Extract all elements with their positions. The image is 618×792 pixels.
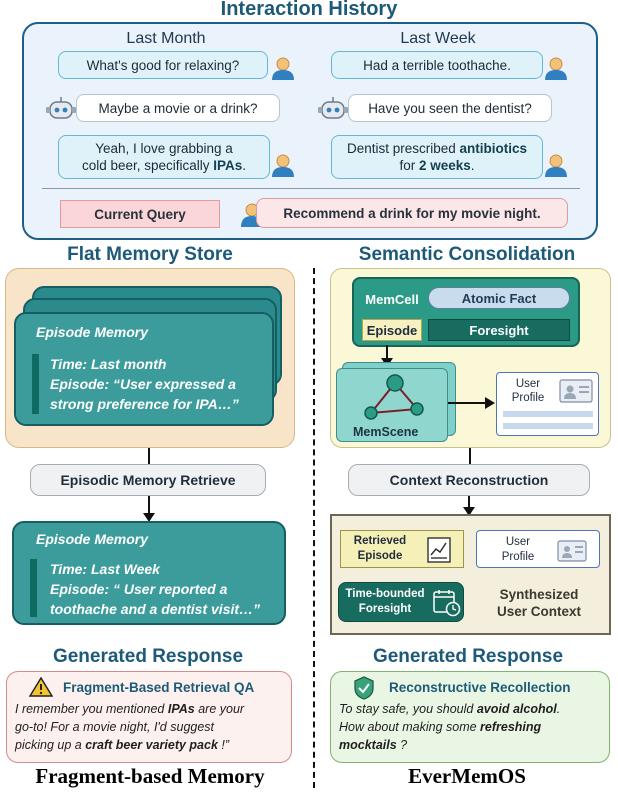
- episode-line: toothache and a dentist visit…”: [50, 601, 261, 617]
- response-text: I remember you mentioned IPAs are your g…: [15, 700, 291, 754]
- episode-line: Time: Last Week: [50, 561, 160, 577]
- user-icon: [545, 57, 567, 80]
- arrow-right-icon: [448, 397, 495, 409]
- user-profile-card: User Profile: [476, 530, 600, 568]
- retrieved-episode-label: Retrieved Episode: [353, 535, 407, 562]
- user-profile-card: User Profile: [496, 372, 599, 436]
- response-line: I remember you mentioned IPAs are your: [15, 702, 245, 716]
- episode-memory-card: Episode Memory Time: Last month Episode:…: [14, 312, 274, 426]
- warning-icon: [29, 677, 53, 697]
- connector-line: [148, 448, 150, 464]
- message-line: cold beer, specifically IPAs.: [81, 158, 247, 173]
- arrow-down-icon: [463, 496, 475, 516]
- response-text: To stay safe, you should avoid alcohol. …: [339, 700, 607, 754]
- robot-icon: [318, 97, 348, 119]
- robot-icon: [46, 97, 76, 119]
- message-line: for 2 weeks.: [399, 158, 475, 173]
- flat-memory-title: Flat Memory Store: [67, 244, 233, 265]
- calendar-clock-icon: [433, 590, 461, 617]
- message-line: Dentist prescribed antibiotics: [346, 141, 528, 156]
- episode-card-title: Episode Memory: [36, 324, 149, 340]
- memscene-card: MemScene: [336, 368, 448, 442]
- profile-line: [503, 423, 593, 429]
- user-icon: [272, 154, 294, 177]
- chat-bot-message: Have you seen the dentist?: [348, 94, 552, 122]
- response-line: To stay safe, you should avoid alcohol.: [339, 702, 561, 716]
- id-card-icon: [559, 379, 593, 403]
- response-line: How about making some refreshing: [339, 720, 542, 734]
- retrieved-episode-card: Retrieved Episode: [340, 530, 464, 568]
- chat-user-message: Yeah, I love grabbing a cold beer, speci…: [58, 135, 270, 179]
- response-heading: Fragment-Based Retrieval QA: [63, 680, 255, 695]
- column-divider: [313, 268, 315, 788]
- last-month-title: Last Month: [126, 30, 206, 47]
- chart-icon: [427, 537, 451, 563]
- memscene-label: MemScene: [353, 425, 419, 439]
- episode-line: strong preference for IPA…”: [50, 396, 239, 412]
- episode-bar: [32, 354, 39, 414]
- interaction-history-title: Interaction History: [220, 0, 398, 20]
- evermemos-label: EverMemOS: [408, 764, 526, 788]
- user-profile-label: User Profile: [501, 536, 535, 563]
- episode-line: Episode: “User expressed a: [50, 376, 236, 392]
- reconstructive-response-box: Reconstructive Recollection To stay safe…: [330, 671, 610, 763]
- user-icon: [545, 154, 567, 177]
- history-divider: [42, 188, 580, 189]
- time-bounded-foresight-card: Time-bounded Foresight: [338, 582, 464, 622]
- foresight-label: Time-bounded Foresight: [345, 588, 425, 615]
- shield-check-icon: [354, 676, 374, 700]
- chat-user-message: Dentist prescribed antibiotics for 2 wee…: [331, 135, 543, 179]
- episodic-retrieve-pill: Episodic Memory Retrieve: [30, 464, 266, 496]
- response-line: picking up a craft beer variety pack !”: [15, 738, 230, 752]
- last-week-title: Last Week: [400, 30, 476, 47]
- response-heading: Reconstructive Recollection: [389, 680, 571, 695]
- chat-user-message: What's good for relaxing?: [58, 51, 268, 79]
- episode-line: Time: Last month: [50, 356, 167, 372]
- chat-user-message: Had a terrible toothache.: [331, 51, 543, 79]
- fragment-response-box: Fragment-Based Retrieval QA I remember y…: [6, 671, 292, 763]
- message-line: Yeah, I love grabbing a: [95, 141, 233, 156]
- chat-bot-message: Maybe a movie or a drink?: [76, 94, 280, 122]
- user-profile-label: User Profile: [511, 378, 545, 404]
- memcell-label: MemCell: [365, 291, 419, 307]
- synthesized-context-label: Synthesized User Context: [496, 587, 582, 619]
- response-line: go-to! For a movie night, I'd suggest: [15, 720, 215, 734]
- foresight-tag: Foresight: [428, 319, 570, 341]
- current-query-bubble: Recommend a drink for my movie night.: [256, 198, 568, 228]
- arrow-down-icon: [143, 496, 155, 522]
- fragment-memory-label: Fragment-based Memory: [35, 764, 265, 788]
- atomic-fact-pill: Atomic Fact: [428, 287, 570, 309]
- user-icon: [272, 57, 294, 80]
- episode-tag: Episode: [362, 319, 422, 341]
- generated-response-title: Generated Response: [372, 646, 564, 667]
- id-card-icon: [557, 540, 587, 562]
- memcell-block: MemCell Atomic Fact Episode Foresight: [352, 277, 580, 347]
- semantic-consolidation-title: Semantic Consolidation: [358, 244, 576, 265]
- episode-line: Episode: “ User reported a: [50, 581, 228, 597]
- connector-line: [469, 448, 471, 464]
- generated-response-title: Generated Response: [52, 646, 244, 667]
- graph-icon: [364, 374, 424, 420]
- context-reconstruction-pill: Context Reconstruction: [348, 464, 590, 496]
- current-query-label: Current Query: [60, 200, 220, 228]
- response-line: mocktails ?: [339, 738, 408, 752]
- retrieved-episode-card: Episode Memory Time: Last Week Episode: …: [12, 521, 286, 625]
- profile-line: [503, 411, 593, 417]
- episode-card-title: Episode Memory: [36, 531, 149, 547]
- episode-bar: [30, 559, 37, 617]
